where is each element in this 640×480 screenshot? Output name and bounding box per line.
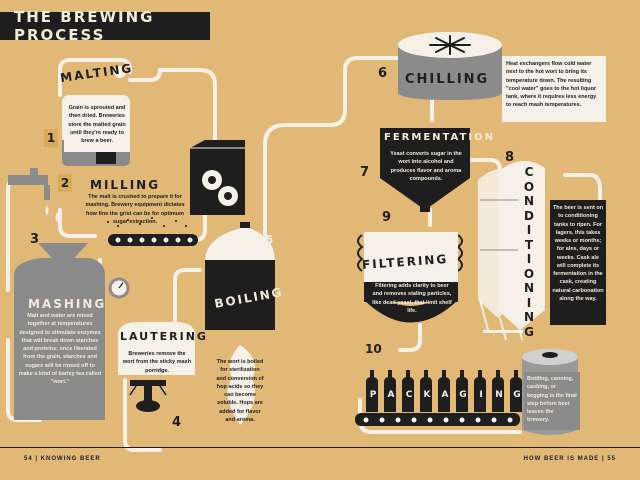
packaging-letter: N [495,390,503,400]
step-number-malting: 1 [44,129,58,147]
conditioning-letter: N [523,310,535,324]
step-number-boiling: 5 [264,233,274,247]
water-faucet-icon [8,168,59,222]
packaging-letter: G [459,390,467,400]
lautering-label: LAUTERING [120,330,208,343]
conditioning-letter: D [524,208,534,223]
lautering-description: Breweries remove the wort from the stick… [122,351,192,374]
grain-mill-icon [107,140,245,246]
step-number-chilling: 6 [378,66,388,81]
flame-icon [227,345,256,425]
conditioning-letter: N [523,194,535,208]
packaging-letter: G [513,390,521,400]
packaging-letter: K [423,390,431,400]
boiling-description: The wort is boiled for sterilization and… [216,359,264,423]
conditioning-letter: I [526,223,532,237]
conditioning-letter: G [524,324,534,339]
step-number-lautering: 4 [172,415,182,430]
conditioning-letter: O [523,266,535,281]
step-number-packaging: 10 [365,342,382,356]
mashing-label: MASHING [28,297,107,311]
step-number-filtering: 9 [382,210,392,225]
conditioning-letter: N [523,281,535,295]
chilling-label: CHILLING [405,72,490,87]
fermenter-icon [380,128,470,212]
conditioning-letter: I [526,295,532,310]
step-number-conditioning: 8 [505,150,515,165]
conditioning-letter: C [524,165,534,179]
packaging-letter: A [441,390,449,400]
page-title: THE BREWING PROCESS [0,8,210,44]
mashing-description: Malt and water are mixed together at tem… [18,313,102,385]
conditioning-letter: I [526,252,532,266]
boil-kettle-icon [205,222,275,425]
fermentation-label: FERMENTATION [384,132,495,143]
chilling-description: Heat exchangers flow cold water next to … [502,56,606,122]
packaging-letter: P [369,390,377,400]
conditioning-letter: O [523,179,535,194]
milling-label: MILLING [90,178,161,192]
packaging-description: Bottling, canning, casking, or kegging i… [524,372,580,430]
lauter-tun-icon [118,322,195,412]
footer-left: 54 | KNOWING BEER [24,456,101,462]
milling-description: The malt is crushed to prepare it for ma… [85,194,185,225]
conditioning-letter: T [524,237,534,252]
step-number-fermentation: 7 [360,165,370,180]
mash-tun-icon [14,243,130,420]
bottling-line-icon [355,370,522,426]
step-number-milling: 2 [58,174,72,192]
conditioning-description: The beer is sent on to conditioning tank… [550,200,606,325]
packaging-letter: C [405,390,413,400]
step-number-mashing: 3 [30,232,40,247]
footer-right: HOW BEER IS MADE | 55 [523,456,616,462]
fermentation-description: Yeast converts sugar in the wort into al… [390,151,462,182]
filtering-description: Filtering adds clarity to beer and remov… [372,283,452,314]
page-footer: 54 | KNOWING BEER HOW BEER IS MADE | 55 [0,447,640,475]
packaging-letter: I [479,390,483,400]
packaging-letter: A [387,390,395,400]
heat-exchanger-icon [398,32,502,100]
conditioning-tanks-icon [478,160,545,341]
malting-description: Grain is sprouted and then dried. Brewer… [64,100,130,152]
filter-press-icon [357,232,463,323]
